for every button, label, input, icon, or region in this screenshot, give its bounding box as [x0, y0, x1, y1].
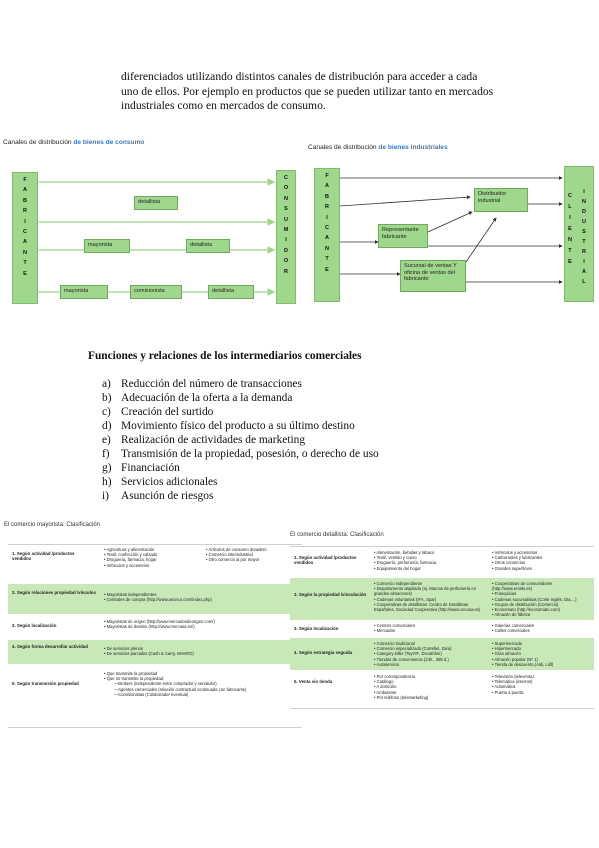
diagram-consumo-title: Canales de distribución de bienes de con… — [3, 139, 145, 146]
row-col1: De servicios plenosDe servicios parciale… — [104, 646, 194, 656]
row-label: 4. Según forma desarrollar actividad — [12, 644, 88, 649]
list-item: b)Adecuación de la oferta a la demanda — [102, 392, 293, 404]
table-row: 4. Según forma desarrollar actividad De … — [8, 640, 302, 664]
row-col2: Cooperativas de consumidores (http://www… — [492, 581, 592, 617]
box-sucursal-ventas: Sucursal de ventas Y oficina de ventas d… — [400, 260, 466, 292]
box-representante-fabricante: Representante fabricante — [378, 224, 428, 248]
row-label: 5. Venta sin tienda — [294, 679, 333, 684]
intro-paragraph: diferenciados utilizando distintos canal… — [121, 70, 501, 114]
intro-line: industriales como en mercados de consumo… — [121, 99, 326, 112]
functions-list: a)Reducción del número de transacciones … — [102, 377, 379, 503]
row-col1: Mayoristas de origen (http://www.mercado… — [104, 619, 215, 629]
row-col1: Mayoristas independientesCentrales de co… — [104, 592, 212, 602]
row-col1: Centros comercialesMercados — [374, 623, 415, 633]
list-item: c)Creación del surtido — [102, 406, 214, 418]
table-row: 3. Según localización Mayoristas de orig… — [8, 615, 302, 639]
diagram-industriales-title: Canales de distribución de bienes indust… — [308, 144, 448, 151]
row-label: 1. Según actividad /productos vendidos — [294, 555, 357, 566]
table-row: 2. Según relaciones propiedad /vínculos … — [8, 584, 302, 614]
row-col1: Comercio tradicionalComercio especializa… — [374, 641, 451, 667]
row-label: 5. Según transmisión propiedad — [12, 681, 79, 686]
row-col1: Agricultura y alimentaciónTextil, confec… — [104, 547, 157, 568]
intro-line: uno de ellos. Por ejemplo en productos q… — [121, 84, 494, 98]
table-row: 2. Según la propiedad /vinculación Comer… — [290, 578, 594, 620]
row-label: 1. Según actividad /productos vendidos — [12, 551, 75, 562]
table-row: 5. Venta sin tienda Por correspondenciaC… — [290, 671, 594, 705]
list-item: h)Servicios adicionales — [102, 476, 218, 488]
list-item: d)Movimiento físico del producto a su úl… — [102, 420, 355, 432]
box-mayorista: mayorista — [84, 239, 130, 253]
row-label: 2. Según relaciones propiedad /vínculos — [12, 590, 96, 595]
divider — [290, 708, 594, 709]
box-detallista: detallista — [208, 285, 254, 299]
table-row: 5. Según transmisión propiedad Que trans… — [8, 665, 302, 709]
diagram-consumo-arrows — [38, 178, 276, 296]
list-item: i)Asunción de riesgos — [102, 490, 214, 502]
table-row: 1. Según actividad /productos vendidos A… — [8, 545, 302, 583]
box-mayorista: mayorista — [60, 285, 108, 299]
row-col1: Que transmite la propiedadQue no transmi… — [104, 671, 247, 697]
row-label: 4. Según estrategia seguida — [294, 650, 353, 655]
divider — [8, 727, 302, 728]
divider — [8, 544, 302, 545]
detallista-table: El comercio detallista: Clasificación 1.… — [286, 530, 599, 720]
box-detallista: detallista — [134, 196, 178, 210]
functions-heading: Funciones y relaciones de los intermedia… — [88, 350, 362, 362]
diagram-industriales-arrows — [339, 176, 563, 284]
list-item: a)Reducción del número de transacciones — [102, 378, 302, 390]
diagram-industriales: Canales de distribución de bienes indust… — [306, 134, 599, 306]
row-col2: Televisión (televenta)Telemática (intern… — [492, 674, 534, 695]
row-label: 3. Según localización — [12, 623, 57, 628]
diagram-consumo: Canales de distribución de bienes de con… — [0, 134, 300, 306]
detallista-table-title: El comercio detallista: Clasificación — [290, 532, 384, 538]
row-col2: Vehículos y accesoriosCarburantes y lubr… — [492, 550, 543, 571]
row-col1: Comercio independienteDepartamento alqui… — [374, 581, 486, 612]
row-col1: Alimentación, bebidas y tabacoTextil, ve… — [374, 550, 436, 571]
mayorista-table: El comercio mayorista: Clasificación 1. … — [4, 518, 304, 730]
divider — [290, 546, 594, 547]
row-col2: Galerías comercialesCalles comerciales — [492, 623, 534, 633]
list-item: e)Realización de actividades de marketin… — [102, 434, 306, 446]
row-col2: Artículos de consumo duraderoComercio in… — [206, 547, 266, 563]
row-label: 3. Según localización — [294, 626, 339, 631]
table-row: 4. Según estrategia seguida Comercio tra… — [290, 638, 594, 670]
row-col2: SupermercadoHipermercadoGran almacénAlma… — [492, 641, 553, 667]
box-comisionista: comisionista — [130, 285, 182, 299]
row-col1: Por correspondenciaCatálogoA domicilioAm… — [374, 674, 428, 700]
list-item: f)Transmisión de la propiedad, posesión,… — [102, 448, 379, 460]
row-label: 2. Según la propiedad /vinculación — [294, 592, 367, 597]
table-row: 3. Según localización Centros comerciale… — [290, 621, 594, 637]
mayorista-table-title: El comercio mayorista: Clasificación — [4, 522, 101, 528]
box-distribuidor-industrial: Distribuidor industrial — [474, 188, 528, 212]
table-row: 1. Según actividad /productos vendidos A… — [290, 547, 594, 577]
box-detallista: detallista — [186, 239, 230, 253]
list-item: g)Financiación — [102, 462, 180, 474]
intro-line: diferenciados utilizando distintos canal… — [121, 70, 478, 83]
